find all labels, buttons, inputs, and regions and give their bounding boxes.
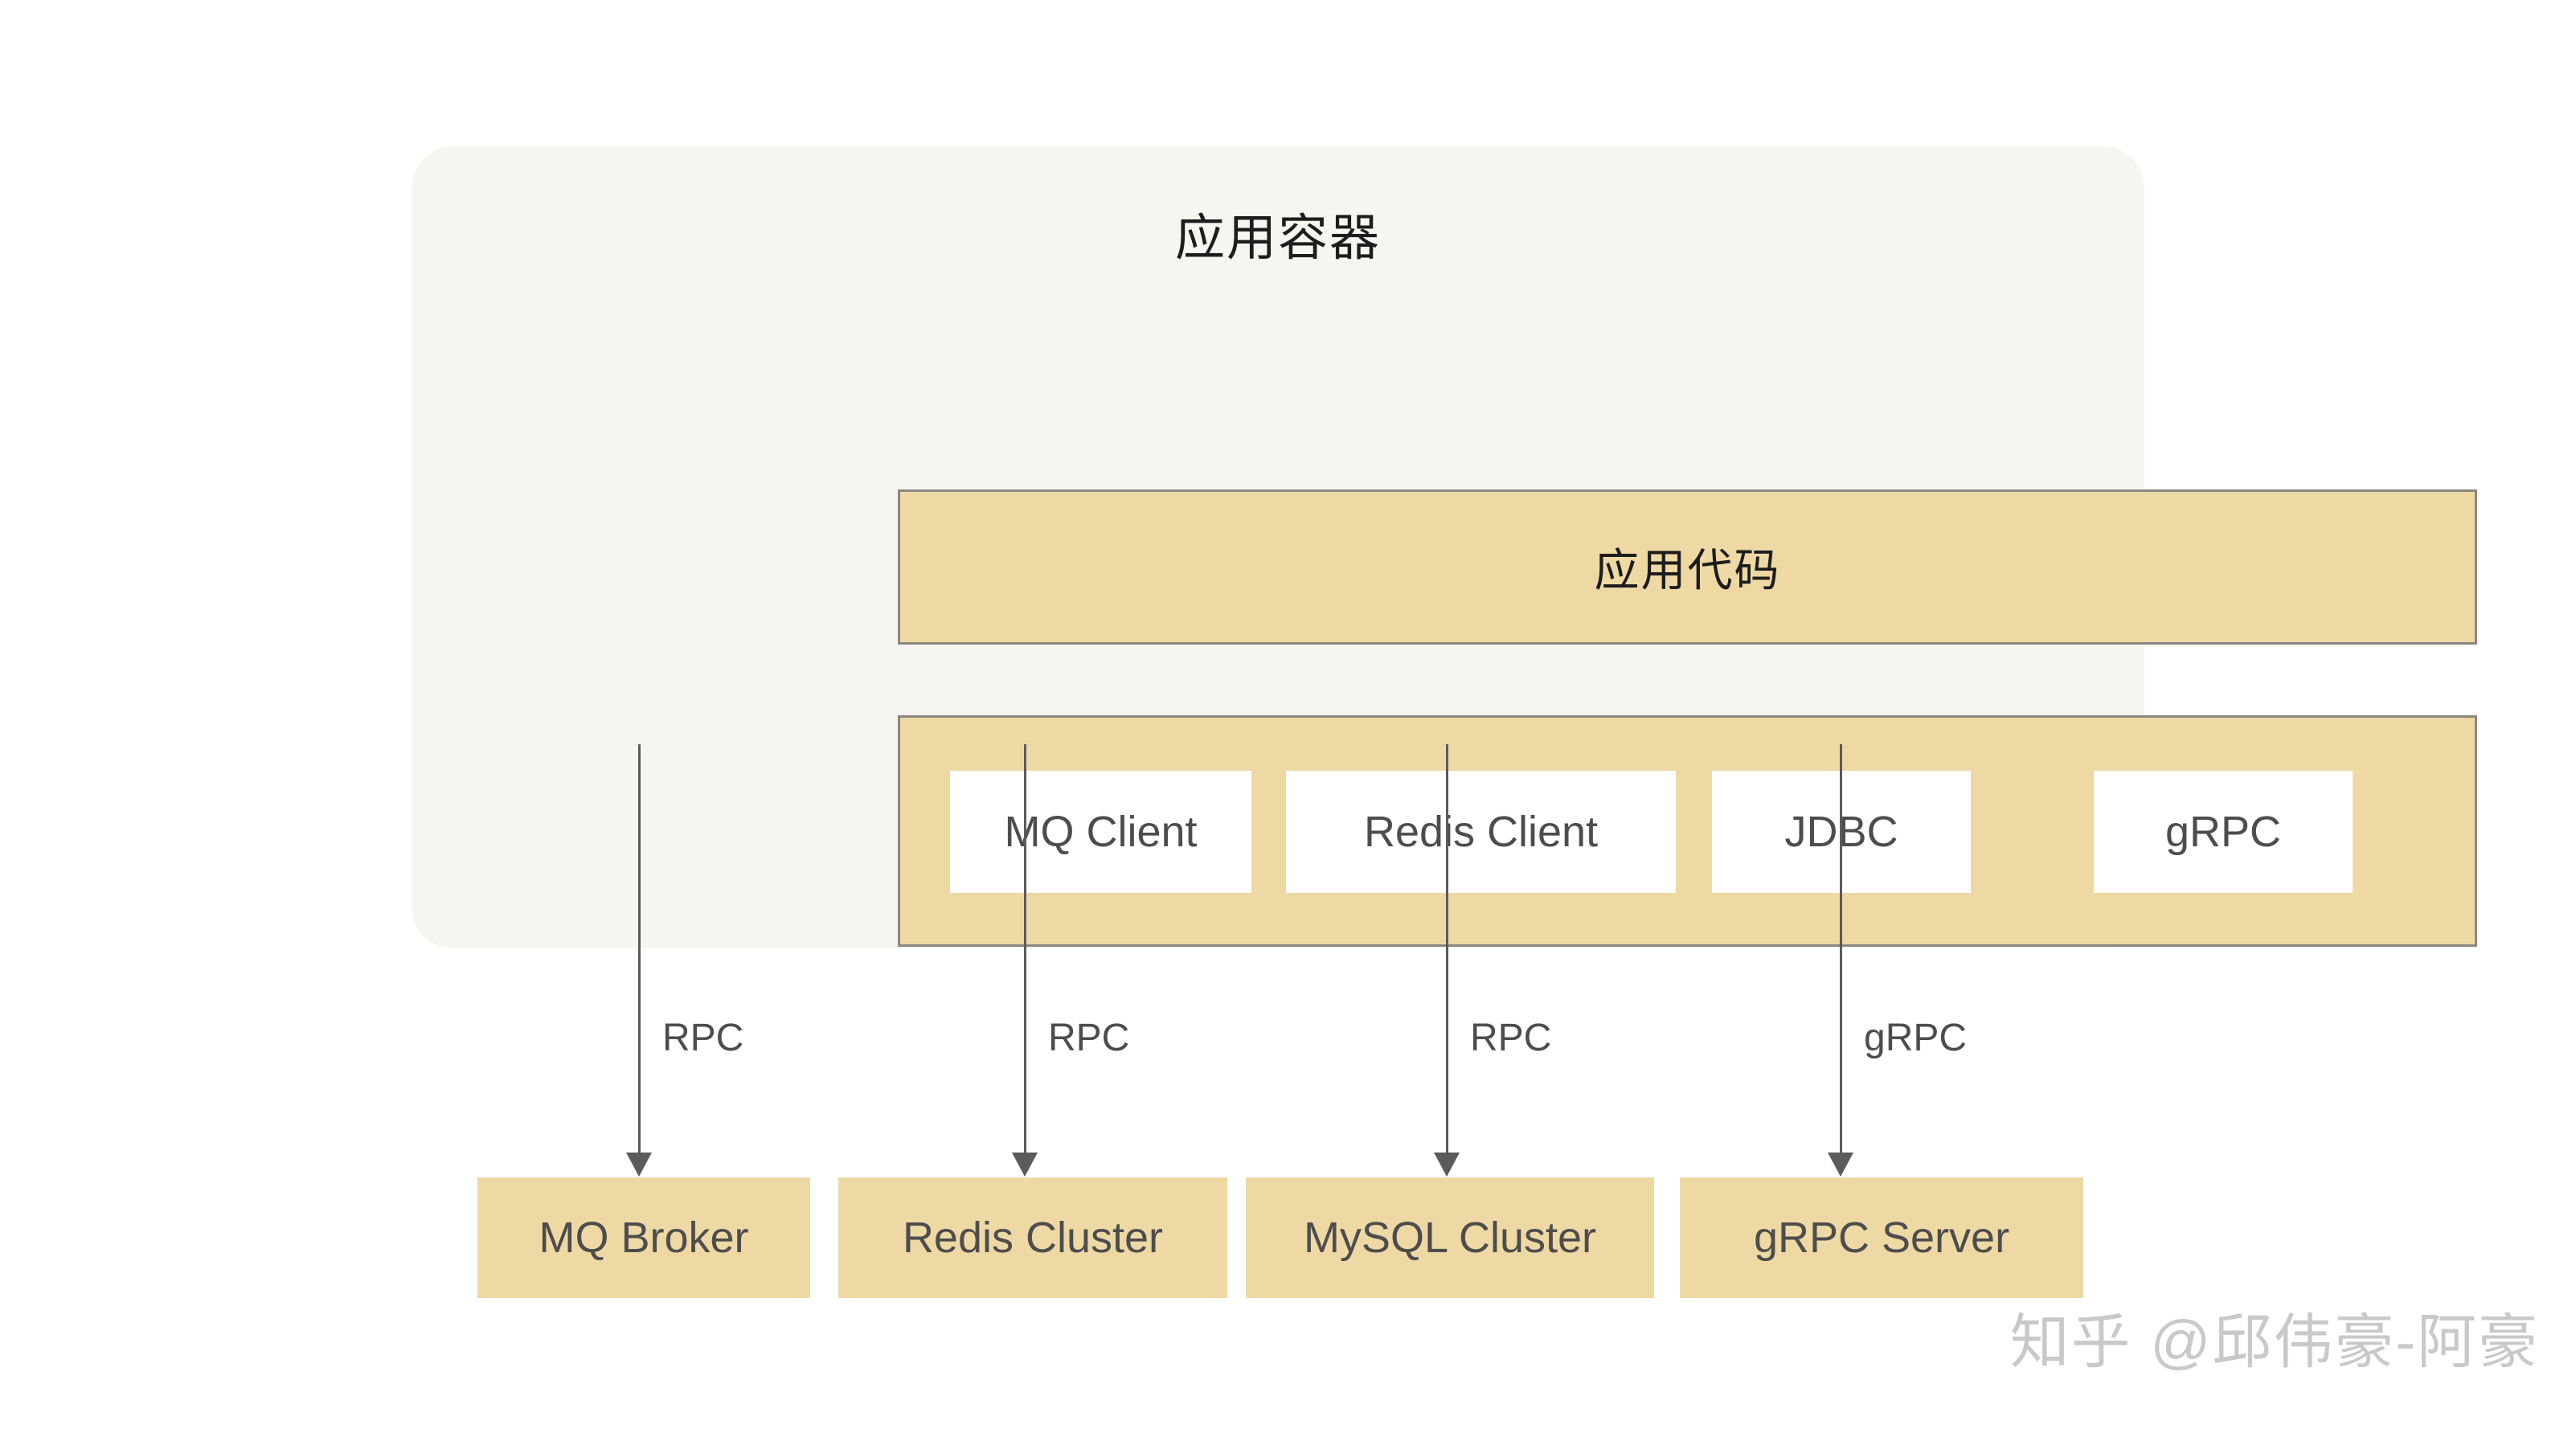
watermark-text: 知乎 @邱伟豪-阿豪 <box>2009 1308 2539 1375</box>
connector-line-grpc <box>1840 744 1842 1166</box>
connector-label-grpc: gRPC <box>1864 1017 1968 1059</box>
connector-label-redis: RPC <box>1048 1017 1130 1059</box>
application-container-panel: 应用容器 应用代码 MQ Client Redis Client JDBC gR… <box>412 146 2477 948</box>
backend-box-mysql-cluster[interactable]: MySQL Cluster <box>1246 1177 1654 1298</box>
client-box-redis[interactable]: Redis Client <box>1286 771 1676 893</box>
backend-box-redis-cluster[interactable]: Redis Cluster <box>838 1177 1227 1298</box>
backend-box-grpc-server[interactable]: gRPC Server <box>1680 1177 2083 1298</box>
client-libraries-band: MQ Client Redis Client JDBC gRPC <box>898 715 2477 947</box>
page-title: 应用容器 <box>1174 211 1381 266</box>
connector-arrowhead-mq <box>626 1153 652 1177</box>
client-box-mq[interactable]: MQ Client <box>950 771 1251 893</box>
client-box-grpc[interactable]: gRPC <box>2094 771 2353 893</box>
connector-arrowhead-jdbc <box>1434 1153 1460 1177</box>
connector-line-redis <box>1024 744 1026 1166</box>
application-code-band: 应用代码 <box>898 489 2477 645</box>
connector-line-mq <box>638 744 641 1166</box>
connector-label-jdbc: RPC <box>1470 1017 1552 1059</box>
connector-line-jdbc <box>1446 744 1448 1166</box>
application-code-label: 应用代码 <box>1594 545 1781 596</box>
connector-arrowhead-redis <box>1012 1153 1038 1177</box>
backend-box-mq-broker[interactable]: MQ Broker <box>477 1177 810 1298</box>
connector-arrowhead-grpc <box>1828 1153 1853 1177</box>
connector-label-mq: RPC <box>662 1017 744 1059</box>
